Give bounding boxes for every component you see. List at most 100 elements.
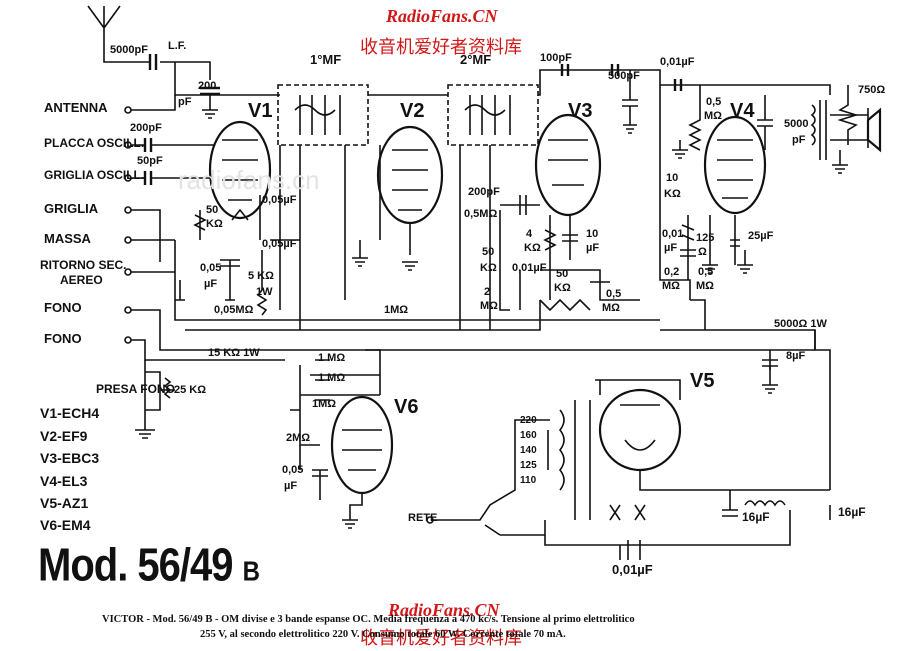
value-r125: 125 [696,232,715,244]
watermark-cn: 收音机爱好者资料库 [360,37,522,58]
value-c005d: 0,05 [282,464,304,476]
value-uf-c: µF [664,242,678,254]
tube-list-v5: V5-AZ1 [40,495,89,511]
value-rete: RETE [408,512,438,524]
value-c200b: 200pF [130,122,162,134]
value-r005: 0,05MΩ [214,304,254,316]
value-c001b: 0,01µF [512,262,547,274]
value-uf-a: µF [204,278,218,290]
value-c100: 100pF [540,52,572,64]
tube-label-v3: V3 [568,100,593,122]
value-k-c: KΩ [480,262,497,274]
tube-list-v3: V3-EBC3 [40,450,100,466]
value-c200a: 200 [198,80,217,92]
value-r1m: 1MΩ [384,304,409,316]
value-r50c: 50 [556,268,569,280]
value-k-b: KΩ [524,242,541,254]
label-ritorno-sec: RITORNO SEC. [40,258,127,272]
value-c5000: 5000 [784,118,809,130]
label-fono-1: FONO [44,300,82,315]
model-suffix: B [242,556,260,588]
label-fono-2: FONO [44,331,82,346]
value-lf: L.F. [168,40,187,52]
tube-v3 [534,113,602,217]
label-massa: MASSA [44,231,91,246]
value-c16a: 16µF [742,510,770,524]
value-r4k: 4 [526,228,533,240]
value-r05c: 0,5 [606,288,622,300]
model-number: Mod. 56/49 [38,540,234,591]
value-r1m-a: 1 MΩ [318,352,346,364]
antenna-icon [87,5,128,63]
value-m-a: MΩ [704,110,722,122]
mf1-transformer [277,84,369,146]
value-m-e: MΩ [696,280,714,292]
value-r02: 0,2 [664,266,680,278]
watermark-site: RadioFans.CN [386,6,498,26]
value-c16b: 16µF [838,505,866,519]
tube-label-v1: V1 [248,100,273,122]
value-r50k: 50 [206,204,219,216]
value-w1: 1W [256,286,273,298]
label-griglia: GRIGLIA [44,201,99,216]
tube-label-v4: V4 [730,100,755,122]
input-terminals [124,106,132,344]
value-r5000: 5000Ω 1W [774,318,827,330]
watermark-faint: radiofans.cn [178,165,320,195]
value-r15k: 15 KΩ 1W [208,347,260,359]
value-c10: 10 [586,228,599,240]
label-griglia-oscill: GRIGLIA OSCILL. [44,168,145,182]
model-title: Mod. 56/49 B [38,540,260,592]
value-c-ant: 5000pF [110,44,148,56]
value-r05d: 0,5 [698,266,714,278]
value-c200c: 200pF [468,186,500,198]
value-t220: 220 [520,415,537,426]
tube-v6 [330,395,394,495]
value-m-b: MΩ [480,300,498,312]
value-c005b: 0,05µF [262,238,297,250]
value-k-e: KΩ [664,188,681,200]
value-c50: 50pF [137,155,163,167]
value-r10k: 10 [666,172,679,184]
value-c001d: 0,01µF [612,562,653,577]
tube-list-v1: V1-ECH4 [40,405,100,421]
caption-line-2: 255 V, al secondo elettrolitico 220 V. C… [200,629,566,640]
value-c005a: 0,05µF [262,194,297,206]
tube-v4 [703,115,767,215]
label-aereo: AEREO [60,273,103,287]
value-r25k: 25 KΩ [174,384,207,396]
mf2-transformer [447,84,539,146]
value-t125: 125 [520,460,537,471]
watermark-cn-bottom: 收音机爱好者资料库 [360,628,522,649]
value-t110: 110 [520,475,537,486]
tube-list-v2: V2-EF9 [40,428,88,444]
value-r5k: 5 KΩ [248,270,274,282]
value-uf-d: µF [284,480,298,492]
value-t140: 140 [520,445,537,456]
caption-line-1: VICTOR - Mod. 56/49 B - OM divise e 3 ba… [102,614,635,625]
value-pf-a: pF [178,96,192,108]
tube-list-v4: V4-EL3 [40,473,88,489]
value-om: Ω [698,246,707,258]
value-r05a: 0,5 [706,96,722,108]
value-c001c: 0,01 [662,228,684,240]
value-uf-b: µF [586,242,600,254]
value-mf1: 1°MF [310,52,342,67]
value-mf2: 2°MF [460,52,492,67]
value-c500: 500pF [608,70,640,82]
tube-label-v2: V2 [400,100,425,122]
value-c005c: 0,05 [200,262,222,274]
value-r1m-c: 1MΩ [312,398,337,410]
value-m-d: MΩ [662,280,680,292]
label-placca-oscill: PLACCA OSCILL. [44,136,145,150]
value-r2m: 2 [484,286,491,298]
label-presa-fono: PRESA FONO [96,382,175,396]
label-antenna: ANTENNA [44,100,108,115]
tube-v1 [208,120,272,221]
value-t160: 160 [520,430,537,441]
value-k-d: KΩ [554,282,571,294]
value-c8: 8µF [786,350,806,362]
tube-label-v5: V5 [690,370,715,392]
value-c25: 25µF [748,230,774,242]
